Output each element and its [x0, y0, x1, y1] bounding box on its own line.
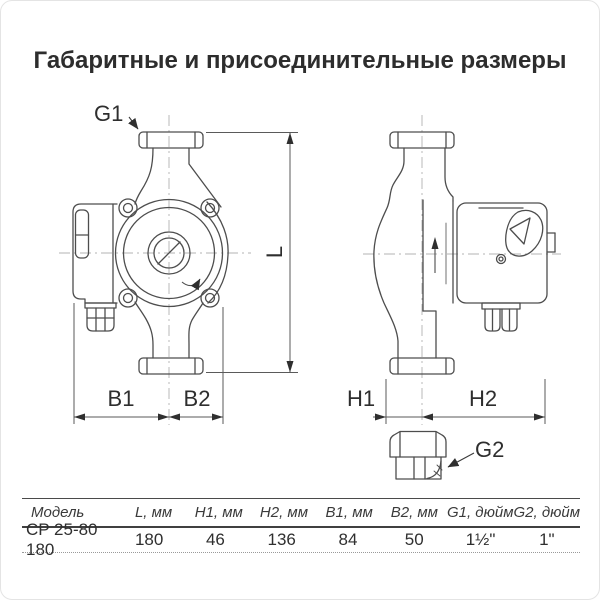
table-cell-g1: 1½" [465, 530, 496, 549]
g2-leader-line [447, 452, 475, 468]
pump-front-view [72, 131, 229, 375]
dim-label-g2: G2 [475, 437, 504, 462]
rotation-direction-arrow [181, 278, 201, 291]
table-header-cell: Модель [31, 504, 85, 521]
dimension-arrowheads [74, 132, 545, 421]
dim-label-b1: B1 [108, 386, 135, 411]
center-lines [59, 115, 561, 425]
table-header-cell: G1, дюйм [446, 504, 514, 521]
flow-direction-arrow [431, 237, 439, 273]
g1-leader-line [128, 116, 139, 130]
dimensions-table: Модель L, мм H1, мм H2, мм B1, мм B2, мм… [22, 498, 580, 559]
table-header-cell: H2, мм [259, 504, 308, 521]
dim-label-l: L [262, 246, 287, 258]
table-cell-b2: 50 [404, 530, 424, 549]
table-cell-g2: 1" [539, 530, 555, 549]
table-header-row: Модель L, мм H1, мм H2, мм B1, мм B2, мм… [22, 498, 580, 528]
dim-label-b2: B2 [184, 386, 211, 411]
table-header-cell: G2, дюйм [513, 504, 581, 521]
pump-side-view [373, 131, 556, 375]
dim-label-h2: H2 [469, 386, 497, 411]
dim-label-h1: H1 [347, 386, 375, 411]
table-cell-h2: 136 [267, 530, 296, 549]
dimension-lines [73, 132, 546, 424]
table-header-cell: B2, мм [390, 504, 438, 521]
table-header-cell: B1, мм [325, 504, 373, 521]
table-header-cell: L, мм [134, 504, 173, 521]
union-nut-detail [389, 430, 447, 480]
table-cell-model: CP 25-80 180 [26, 520, 98, 559]
table-cell-b1: 84 [338, 530, 358, 549]
table-cell-l: 180 [134, 530, 164, 549]
table-header-cell: H1, мм [194, 504, 243, 521]
table-cell-h1: 46 [205, 530, 225, 549]
page-title: Габаритные и присоединительные размеры [33, 47, 567, 74]
dim-label-g1: G1 [94, 101, 123, 126]
table-row: CP 25-80 180 180 46 136 84 50 1½" 1" [22, 520, 580, 559]
